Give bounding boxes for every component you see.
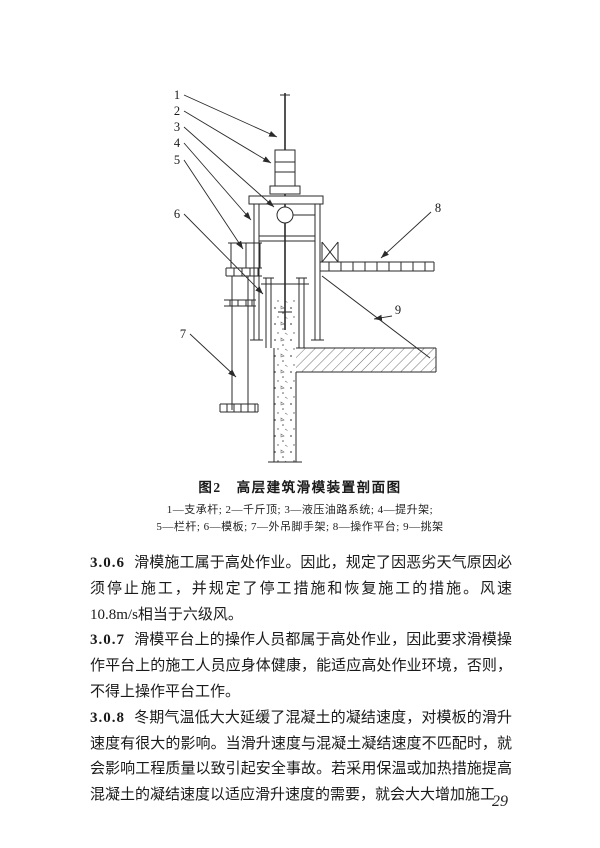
part-label-3: 3	[174, 120, 180, 134]
clause-text: 滑模平台上的操作人员都属于高处作业，因此要求滑模操作平台上的施工人员应身体健康，…	[90, 632, 512, 700]
diagram-hanging-scaffold	[219, 276, 259, 413]
clause-text: 冬期气温低大大延缓了混凝土的凝结速度，对模板的滑升速度有很大的影响。当滑升速度与…	[90, 709, 512, 804]
part-labels: 1 2 3 4 5 6 7 8 9	[174, 88, 441, 341]
clause-number: 3.0.6	[90, 555, 125, 571]
diagram-operating-platform	[320, 261, 435, 272]
figure-caption: 图2 高层建筑滑模装置剖面图	[198, 480, 402, 495]
slipform-sectional-diagram: 1 2 3 4 5 6 7 8 9	[174, 88, 441, 463]
clause-text: 滑模施工属于高处作业。因此，规定了因恶劣天气原因必须停止施工，并规定了停工措施和…	[90, 555, 512, 623]
part-label-1: 1	[174, 88, 180, 102]
part-label-2: 2	[174, 104, 180, 118]
leader-lines	[183, 94, 432, 378]
diagram-jack	[269, 149, 301, 195]
page-number: 29	[492, 793, 508, 810]
diagram-lifting-frame	[248, 195, 324, 341]
clause-number: 3.0.8	[90, 709, 125, 726]
part-label-7: 7	[180, 327, 186, 341]
part-label-9: 9	[395, 303, 401, 317]
legend-line-2: 5—栏杆; 6—模板; 7—外吊脚手架; 8—操作平台; 9—挑架	[156, 521, 444, 533]
part-label-4: 4	[174, 136, 181, 150]
part-label-5: 5	[174, 153, 180, 167]
diagram-slab-outline	[296, 347, 437, 373]
legend-line-1: 1—支承杆; 2—千斤顶; 3—液压油路系统; 4—提升架;	[166, 504, 434, 516]
diagram-hydraulic-system	[276, 206, 315, 224]
clause-number: 3.0.7	[90, 632, 125, 649]
diagram-formwork	[261, 277, 309, 348]
figure-legend: 1—支承杆; 2—千斤顶; 3—液压油路系统; 4—提升架; 5—栏杆; 6—模…	[0, 502, 600, 536]
diagram-wall-outline	[268, 348, 302, 463]
diagram-concrete-wall	[274, 300, 296, 462]
diagram-bracket	[321, 275, 431, 359]
figure-area: 1 2 3 4 5 6 7 8 9	[174, 88, 441, 463]
part-label-8: 8	[435, 201, 441, 215]
diagram-railing	[228, 241, 339, 268]
diagram-floor-slab	[296, 348, 436, 372]
diagram-structure	[219, 93, 437, 463]
part-label-6: 6	[174, 207, 180, 221]
